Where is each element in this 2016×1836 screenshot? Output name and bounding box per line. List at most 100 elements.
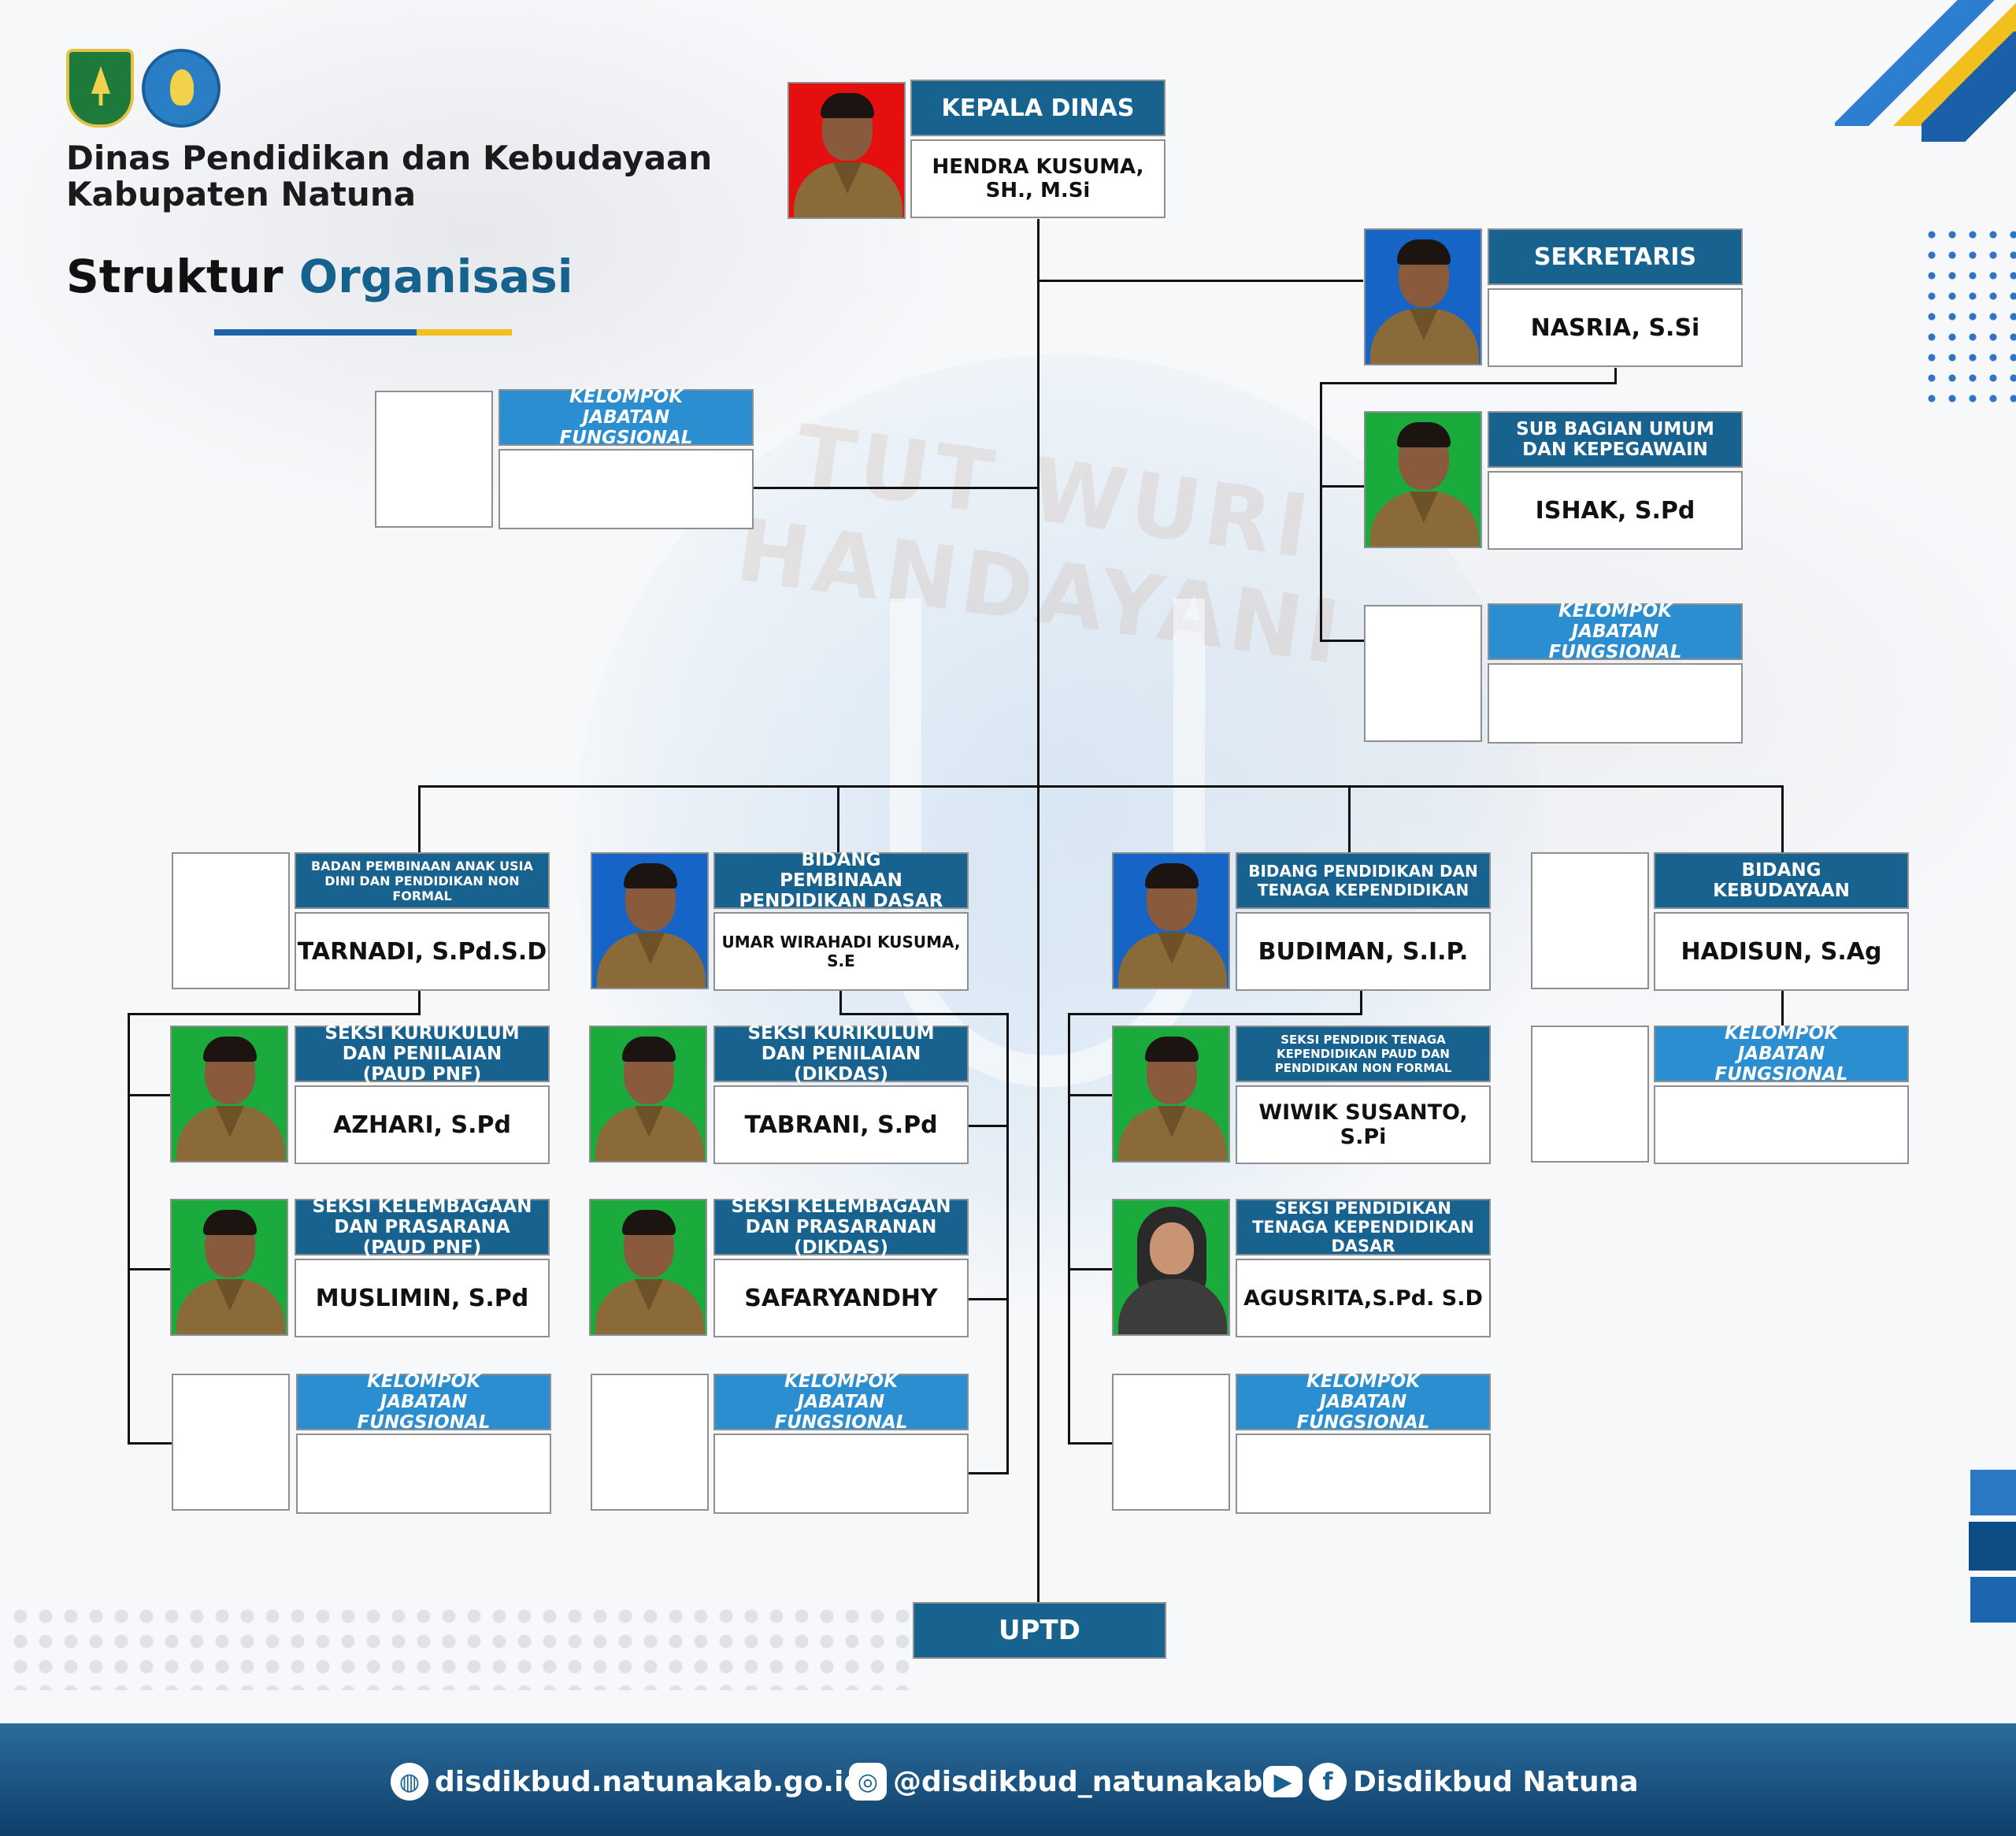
bidang-dikdas-name: UMAR WIRAHADI KUSUMA, S.E <box>713 912 969 991</box>
bidang-dikdas-title: BIDANG PEMBINAAN PENDIDIKAN DASAR <box>713 850 969 911</box>
seksi-kur-paud-title: SEKSI KURUKULUM DAN PENILAIAN (PAUD PNF) <box>295 1023 550 1085</box>
footer-website-text: disdikbud.natunakab.go.id <box>435 1765 865 1798</box>
seksi-kur-paud-name: AZHARI, S.Pd <box>295 1085 550 1164</box>
seksi-lem-paud-photo <box>170 1199 288 1336</box>
youtube-icon: ▶ <box>1263 1766 1303 1797</box>
square-decoration-1 <box>1970 1470 2016 1515</box>
connector-line <box>1039 280 1363 282</box>
footer-bar <box>0 1723 2016 1836</box>
org-name-line1: Dinas Pendidikan dan Kebudayaan <box>66 139 713 177</box>
page-title-word2: Organisasi <box>298 250 573 303</box>
connector-line <box>1320 640 1364 642</box>
footer-social-text: Disdikbud Natuna <box>1353 1765 1639 1798</box>
seksi-kur-dikdas-title: SEKSI KURIKULUM DAN PENILAIAN (DIKDAS) <box>713 1023 969 1085</box>
instagram-icon: ◎ <box>849 1763 887 1801</box>
seksi-kur-dikdas-name: TABRANI, S.Pd <box>713 1085 969 1164</box>
kjf-dikdas-photo-placeholder <box>591 1374 709 1511</box>
bidang-ptk-photo <box>1112 852 1230 989</box>
seksi-lem-dikdas-title: SEKSI KELEMBAGAAN DAN PRASARANAN (DIKDAS… <box>713 1196 969 1258</box>
connector-line <box>839 1013 1009 1015</box>
kjf-sek-name <box>1488 663 1743 744</box>
connector-line <box>418 991 421 1014</box>
kjf-sek-photo-placeholder <box>1364 605 1482 742</box>
connector-line <box>1068 1013 1070 1445</box>
kjf-bud-name <box>1654 1085 1909 1164</box>
connector-line <box>128 1013 421 1015</box>
kjf-sek-title: KELOMPOK JABATAN FUNGSIONAL <box>1488 601 1743 662</box>
connector-line <box>1006 1013 1009 1474</box>
seksi-ptk-paud-title: SEKSI PENDIDIK TENAGA KEPENDIDIKAN PAUD … <box>1236 1026 1491 1082</box>
connector-line <box>1068 1442 1112 1445</box>
connector-line <box>128 1013 130 1445</box>
connector-line <box>837 785 839 854</box>
subbag-name: ISHAK, S.Pd <box>1488 471 1743 550</box>
sekretaris-photo <box>1364 228 1482 365</box>
seksi-ptk-paud-photo <box>1112 1026 1230 1163</box>
connector-line <box>753 487 1038 489</box>
kjf-ptk-photo-placeholder <box>1112 1374 1230 1511</box>
sekretaris-title: SEKRETARIS <box>1488 228 1743 285</box>
footer-instagram-text: @disdikbud_natunakab <box>893 1765 1263 1798</box>
connector-line <box>1320 485 1364 488</box>
subbag-photo <box>1364 411 1482 548</box>
square-decoration-2 <box>1969 1522 2016 1571</box>
bidang-bud-photo-placeholder <box>1531 852 1649 989</box>
bidang-paud-title: BADAN PEMBINAAN ANAK USIA DINI DAN PENDI… <box>295 852 550 909</box>
seksi-kur-paud-photo <box>170 1026 288 1163</box>
kjf-bud-photo-placeholder <box>1531 1026 1649 1163</box>
connector-line <box>1037 219 1040 1604</box>
bidang-paud-photo-placeholder <box>172 852 290 989</box>
seksi-ptk-dasar-photo <box>1112 1199 1230 1336</box>
connector-line <box>128 1094 172 1096</box>
seksi-ptk-dasar-title: SEKSI PENDIDIKAN TENAGA KEPENDIDIKAN DAS… <box>1236 1199 1491 1256</box>
connector-line <box>418 785 1782 788</box>
footer-instagram[interactable]: ◎ @disdikbud_natunakab <box>849 1760 1262 1804</box>
kjf-bud-title: KELOMPOK JABATAN FUNGSIONAL <box>1654 1023 1909 1085</box>
kjf-ptk-title: KELOMPOK JABATAN FUNGSIONAL <box>1236 1371 1491 1433</box>
kjf-paud-name <box>296 1434 551 1514</box>
seksi-lem-paud-name: MUSLIMIN, S.Pd <box>295 1259 550 1337</box>
connector-line <box>1348 785 1351 854</box>
uptd-box: UPTD <box>913 1602 1166 1659</box>
regency-logo <box>66 49 134 128</box>
connector-line <box>128 1442 172 1445</box>
connector-line <box>418 785 421 854</box>
connector-line <box>1781 991 1784 1027</box>
square-decoration-3 <box>1970 1577 2016 1623</box>
facebook-icon: f <box>1309 1763 1347 1801</box>
bidang-ptk-name: BUDIMAN, S.I.P. <box>1236 912 1491 991</box>
kepala-dinas-photo <box>788 82 906 219</box>
seksi-lem-dikdas-name: SAFARYANDHY <box>713 1259 969 1337</box>
connector-line <box>1068 1094 1112 1096</box>
dot-grid-decoration-bottom <box>8 1604 914 1690</box>
kjf-dikdas-title: KELOMPOK JABATAN FUNGSIONAL <box>713 1371 969 1433</box>
connector-line <box>1320 382 1322 642</box>
seksi-ptk-paud-name: WIWIK SUSANTO, S.Pi <box>1236 1085 1491 1164</box>
seksi-kur-dikdas-photo <box>589 1026 707 1163</box>
connector-line <box>1360 991 1362 1014</box>
title-underline <box>214 329 512 336</box>
bidang-bud-name: HADISUN, S.Ag <box>1654 912 1909 991</box>
bidang-ptk-title: BIDANG PENDIDIKAN DAN TENAGA KEPENDIDIKA… <box>1236 852 1491 909</box>
connector-line <box>1068 1268 1112 1270</box>
bidang-bud-title: BIDANG KEBUDAYAAN <box>1654 852 1909 909</box>
page-title-word1: Struktur <box>66 250 284 303</box>
seksi-lem-dikdas-photo <box>589 1199 707 1336</box>
connector-line <box>968 1472 1009 1474</box>
footer-website[interactable]: ◍ disdikbud.natunakab.go.id <box>391 1760 864 1804</box>
footer-social[interactable]: ▶ f Disdikbud Natuna <box>1263 1760 1639 1804</box>
sekretaris-name: NASRIA, S.Si <box>1488 288 1743 367</box>
kjf-main-photo-placeholder <box>375 391 493 528</box>
kjf-main-name <box>498 449 754 529</box>
kjf-main-title: KELOMPOK JABATAN FUNGSIONAL <box>498 387 754 448</box>
connector-line <box>128 1268 172 1270</box>
corner-stripe-decoration-2 <box>1922 32 2016 142</box>
kjf-dikdas-name <box>713 1434 969 1514</box>
bidang-paud-name: TARNADI, S.Pd.S.D <box>295 912 550 991</box>
globe-icon: ◍ <box>391 1763 428 1801</box>
connector-line <box>1068 1013 1362 1015</box>
kepala-dinas-title: KEPALA DINAS <box>910 80 1166 136</box>
page-title: Struktur Organisasi <box>66 250 573 302</box>
bidang-dikdas-photo <box>591 852 709 989</box>
tut-wuri-handayani-logo <box>142 49 220 128</box>
